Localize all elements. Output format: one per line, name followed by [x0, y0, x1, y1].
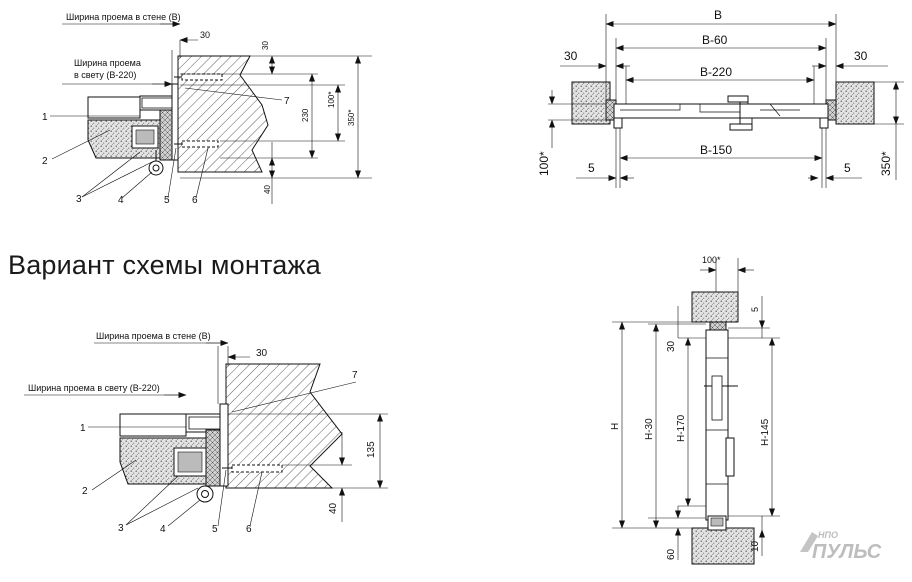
logo-mark-icon: [800, 532, 818, 552]
callout-3: 3: [118, 523, 124, 534]
company-logo: НПО ПУЛЬС: [800, 530, 882, 563]
diagram-4-texts: 100* 5 30 Н Н-30 Н-170 Н-145 60 10: [610, 255, 771, 560]
leader-6: [195, 147, 209, 199]
leader-3a: [81, 151, 141, 198]
logo-big-text: ПУЛЬС: [812, 541, 882, 563]
seal-strip: [171, 83, 179, 161]
callout-7: 7: [284, 96, 290, 107]
dim-5-left: 5: [588, 161, 595, 175]
diagram-3-texts: В В-60 В-220 В-150 30 30 5 5 100* 350*: [537, 8, 893, 176]
leader-7: [184, 87, 283, 101]
anchor-bolt: [222, 464, 283, 473]
diagram-2-texts: Ширина проема в стене (В) Ширина проема …: [28, 331, 377, 535]
dim-60: 60: [666, 548, 677, 560]
callout-3: 3: [76, 194, 82, 205]
callout-1: 1: [80, 423, 86, 434]
door-panel: [613, 103, 829, 119]
callout-2: 2: [82, 486, 88, 497]
leader-7: [231, 381, 357, 413]
leader-3b: [125, 487, 199, 526]
seal-strip: [219, 403, 229, 487]
leader-6: [249, 471, 263, 527]
dim-5: 5: [750, 307, 760, 312]
dim-B: В: [714, 8, 722, 22]
callout-6: 6: [192, 195, 198, 206]
diagram-3-plan-top-right: [548, 14, 904, 188]
dim-10: 10: [750, 540, 761, 552]
dim-100: 100*: [327, 92, 336, 108]
logo-small-text: НПО: [818, 530, 838, 540]
diagram-1-texts: Ширина проема в стене (В) Ширина проема …: [42, 12, 356, 206]
callout-4: 4: [160, 524, 166, 535]
leader-2: [91, 459, 137, 491]
dim-H145: Н-145: [760, 418, 771, 446]
anchor-bolt-lower: [174, 140, 219, 148]
dim-30: 30: [256, 348, 268, 359]
callout-4: 4: [118, 195, 124, 206]
label-clear-opening-line2: в свету (В-220): [74, 70, 136, 80]
callout-1: 1: [42, 112, 48, 123]
dim-350: 350*: [879, 151, 893, 176]
dim-30-right: 30: [854, 49, 868, 63]
callout-6: 6: [246, 524, 252, 535]
dim-H170: Н-170: [676, 414, 687, 442]
callout-5: 5: [164, 195, 170, 206]
dim-30-left: 30: [564, 49, 578, 63]
dim-230: 230: [301, 108, 310, 122]
dim-350: 350*: [347, 110, 356, 126]
callout-5: 5: [212, 524, 218, 535]
dim-30-top: 30: [200, 30, 210, 40]
label-clear-opening-line1: Ширина проема: [74, 58, 141, 68]
dim-100: 100*: [702, 255, 721, 265]
insulated-panel: [87, 119, 173, 159]
dim-B220: В-220: [700, 65, 732, 79]
leader-3a: [125, 475, 179, 526]
right-wall: [835, 81, 875, 125]
diagram-4-vertical-section: [612, 258, 780, 565]
leader-2: [51, 129, 111, 160]
leader-5: [167, 147, 177, 199]
leader-5: [217, 469, 227, 527]
label-wall-opening: Ширина проема в стене (В): [96, 331, 211, 341]
leader-3b: [81, 161, 153, 198]
floor-slab: [691, 527, 755, 565]
panel-top-edge: [87, 96, 141, 119]
leader-4: [167, 499, 201, 527]
callout-7: 7: [352, 370, 358, 381]
wall-section: [177, 55, 269, 173]
lintel: [691, 291, 739, 323]
dim-40: 40: [263, 185, 272, 194]
leader-4: [121, 171, 153, 199]
dim-B60: В-60: [702, 33, 728, 47]
label-wall-opening: Ширина проема в стене (В): [66, 12, 181, 22]
dim-5-right: 5: [844, 161, 851, 175]
page-title: Вариант схемы монтажа: [8, 250, 321, 280]
door-panel-stack: [705, 329, 729, 521]
callout-2: 2: [42, 156, 48, 167]
dim-30-vert: 30: [261, 41, 270, 50]
dim-100: 100*: [537, 151, 551, 176]
diagram-2-section-bottom-left: [24, 340, 388, 527]
dim-40: 40: [328, 502, 339, 514]
dim-30: 30: [666, 340, 677, 352]
diagram-1-section-top-left: [50, 21, 372, 204]
left-wall: [571, 81, 611, 125]
label-clear-opening: Ширина проема в свету (В-220): [28, 383, 160, 393]
dim-H30: Н-30: [644, 418, 655, 440]
dim-135: 135: [366, 441, 377, 458]
dim-H: Н: [610, 423, 621, 430]
dim-B150: В-150: [700, 143, 732, 157]
